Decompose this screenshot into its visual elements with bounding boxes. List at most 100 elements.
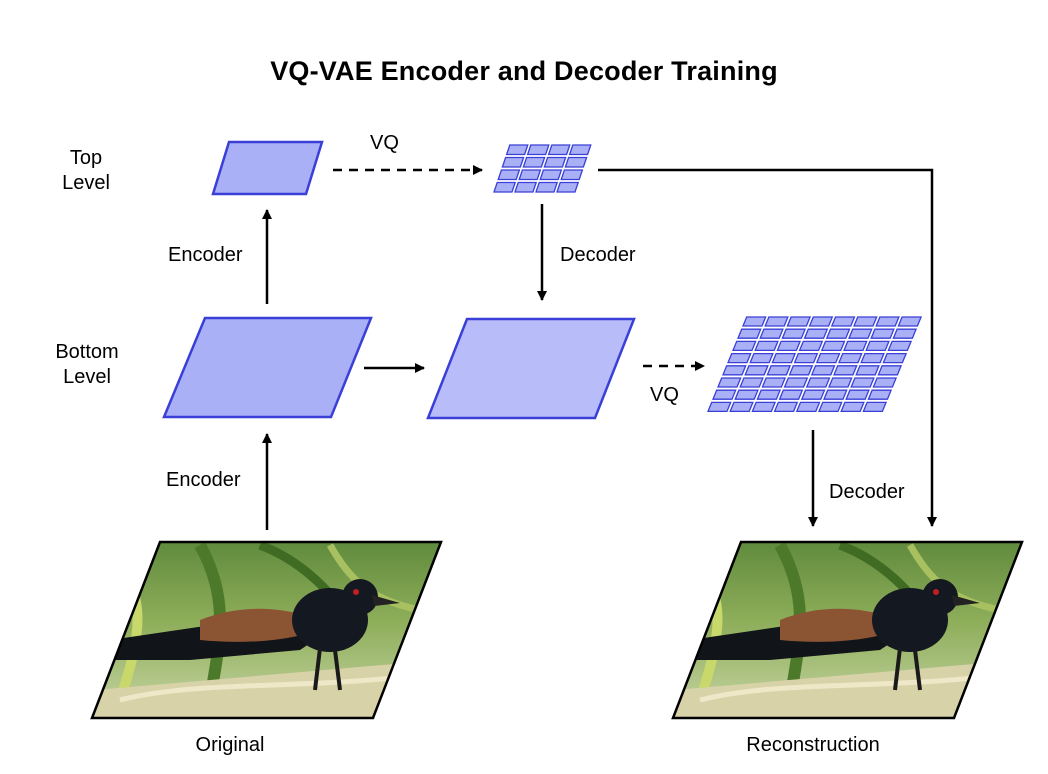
bottom-code-cell [776, 340, 802, 352]
bottom-code-cell [729, 401, 754, 413]
top-codes-to-reconstruction-arrow [598, 168, 937, 527]
top-code-cell [539, 169, 563, 181]
top-code-cell [518, 169, 542, 181]
bottom-code-cell [788, 365, 814, 376]
bottom-code-cell [825, 328, 851, 339]
top-code-cell [543, 156, 567, 168]
reconstruction-image [671, 540, 1024, 720]
bottom-code-cell [717, 377, 742, 388]
bottom-code-cell [848, 328, 873, 339]
bottom-code-cell [742, 316, 767, 327]
bottom-code-grid [707, 316, 923, 413]
bottom-code-cell [810, 365, 836, 376]
bottom-code-cell [850, 377, 875, 388]
reconstruction-label: Reconstruction [746, 734, 880, 756]
top-code-cell [560, 169, 584, 181]
original-label: Original [195, 734, 265, 756]
bottom-code-cell [818, 401, 843, 413]
bottom-code-cell [766, 365, 792, 376]
bottom-code-cell [773, 401, 799, 413]
bottom-code-cell [815, 352, 841, 364]
bird-photo-icon [673, 542, 1022, 718]
bottom-code-cell [860, 352, 885, 364]
bottom-code-cell [727, 352, 752, 364]
bird-photo-icon [92, 542, 441, 718]
bottom-code-cell [803, 328, 829, 339]
top-code-cell [497, 169, 521, 181]
bottom-code-cell [892, 328, 918, 339]
bottom-code-cell [843, 340, 868, 352]
top-level-label-line1: Top [69, 147, 103, 169]
original-image [90, 540, 443, 720]
bottom-code-cell [833, 365, 858, 376]
bottom-code-cell [798, 340, 824, 352]
bottom-code-cell [855, 365, 880, 376]
top-code-cell [556, 181, 580, 193]
bottom-code-cell [845, 389, 870, 400]
bottom-code-cell [732, 340, 757, 352]
bottom-code-cell [749, 352, 774, 364]
bottom-code-cell [870, 328, 895, 339]
top-level-label-line2: Level [62, 172, 110, 194]
bottom-code-cell [744, 365, 769, 376]
bottom-code-cell [800, 389, 826, 400]
bottom-code-cell [840, 401, 865, 413]
bottom-code-cell [897, 316, 923, 327]
bottom-code-cell [823, 389, 848, 400]
bottom-code-cell [771, 352, 797, 364]
bottom-code-cell [751, 401, 777, 413]
bottom-code-cell [875, 316, 900, 327]
top-code-cell [526, 144, 550, 156]
bottom-code-cell [707, 401, 732, 413]
bottom-code-cell [872, 377, 898, 388]
bottom-code-cell [739, 377, 764, 388]
bottom-level-plane [162, 316, 373, 419]
bottom-code-cell [830, 316, 856, 327]
bottom-code-cell [820, 340, 846, 352]
top-code-cell [564, 156, 588, 168]
bottom-code-cell [781, 328, 807, 339]
top-code-cell [535, 181, 559, 193]
top-code-cell [547, 144, 571, 156]
bottom-code-cell [737, 328, 762, 339]
bottom-level-label-line2: Level [63, 366, 111, 388]
bottom-code-cell [838, 352, 863, 364]
bottom-code-cell [722, 365, 747, 376]
decoder-bottom-label: Decoder [829, 481, 905, 503]
top-code-cell [522, 156, 546, 168]
bottom-code-cell [761, 377, 787, 388]
top-level-plane [211, 140, 324, 196]
bottom-code-cell [783, 377, 809, 388]
top-code-cell [568, 144, 592, 156]
encoder-bottom-label: Encoder [166, 469, 241, 491]
bottom-code-cell [867, 389, 893, 400]
top-code-cell [505, 144, 529, 156]
bottom-code-cell [865, 340, 890, 352]
top-code-cell [493, 181, 517, 193]
bottom-code-cell [805, 377, 831, 388]
bottom-code-cell [853, 316, 878, 327]
encoder-top-label: Encoder [168, 244, 243, 266]
bottom-code-cell [795, 401, 821, 413]
top-code-cell [514, 181, 538, 193]
bottom-code-cell [756, 389, 782, 400]
bottom-code-cell [786, 316, 812, 327]
bottom-code-cell [778, 389, 804, 400]
vq-bottom-label: VQ [650, 384, 679, 406]
bottom-code-cell [759, 328, 784, 339]
decoded-bottom-plane [426, 317, 636, 420]
bottom-code-cell [887, 340, 913, 352]
bottom-code-cell [793, 352, 819, 364]
bottom-code-cell [877, 365, 903, 376]
bottom-code-cell [828, 377, 853, 388]
bottom-code-cell [808, 316, 834, 327]
bottom-code-cell [764, 316, 789, 327]
top-code-cell [501, 156, 525, 168]
diagram-title: VQ-VAE Encoder and Decoder Training [270, 56, 778, 86]
vq-top-label: VQ [370, 132, 399, 154]
decoder-top-label: Decoder [560, 244, 636, 266]
bottom-code-cell [862, 401, 888, 413]
bottom-level-label-line1: Bottom [55, 341, 119, 363]
bottom-code-cell [712, 389, 737, 400]
